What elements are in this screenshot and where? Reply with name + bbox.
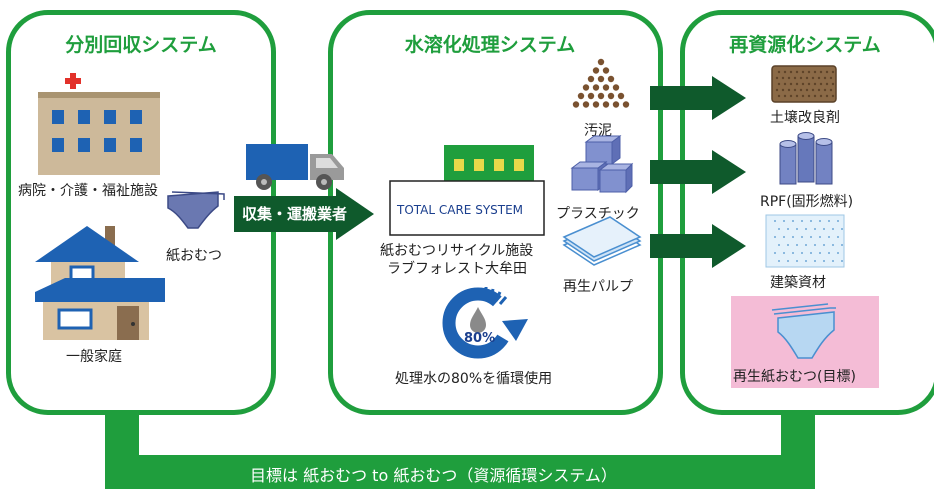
product-building-label: 建築資材 bbox=[770, 275, 826, 291]
sludge-icon bbox=[572, 58, 630, 108]
transport-label: 収集・運搬業者 bbox=[242, 205, 348, 223]
hospital-label: 病院・介護・福祉施設 bbox=[18, 183, 158, 199]
collection-title: 分別回収システム bbox=[65, 34, 217, 56]
output-arrow-3 bbox=[650, 224, 746, 268]
water-label: 処理水の80%を循環使用 bbox=[395, 371, 553, 387]
water-percent: 80% bbox=[464, 331, 496, 346]
pulp-icon bbox=[562, 216, 642, 266]
water-recycle-icon bbox=[441, 286, 528, 360]
output-arrow-1 bbox=[650, 76, 746, 120]
soil-improver-icon bbox=[771, 65, 837, 103]
facility-sign: TOTAL CARE SYSTEM bbox=[397, 203, 524, 217]
transport-arrow bbox=[234, 188, 374, 240]
facility-label-2: ラブフォレスト大牟田 bbox=[387, 261, 527, 277]
processing-title: 水溶化処理システム bbox=[404, 34, 576, 56]
output-arrow-2 bbox=[650, 150, 746, 194]
facility-label-1: 紙おむつリサイクル施設 bbox=[380, 243, 534, 259]
product-soil-label: 土壌改良剤 bbox=[770, 110, 840, 126]
diaper-icon bbox=[167, 191, 225, 229]
output-sludge-label: 汚泥 bbox=[584, 123, 612, 139]
product-rpf-label: RPF(固形燃料) bbox=[760, 194, 854, 210]
home-label: 一般家庭 bbox=[66, 349, 122, 365]
rpf-fuel-icon bbox=[779, 132, 833, 185]
house-icon bbox=[35, 226, 165, 340]
output-pulp-label: 再生パルプ bbox=[563, 279, 633, 295]
goal-label: 再生紙おむつ(目標) bbox=[733, 369, 856, 385]
building-material-icon bbox=[765, 214, 845, 268]
recycling-title: 再資源化システム bbox=[729, 34, 881, 56]
diaper-label: 紙おむつ bbox=[166, 248, 222, 264]
output-plastic-label: プラスチック bbox=[556, 206, 640, 222]
plastic-icon bbox=[570, 135, 634, 194]
hospital-icon bbox=[38, 70, 160, 175]
loop-label: 目標は 紙おむつ to 紙おむつ（資源循環システム） bbox=[250, 466, 617, 485]
facility-icon bbox=[389, 145, 545, 236]
new-diaper-icon bbox=[771, 303, 836, 359]
truck-icon bbox=[246, 144, 344, 190]
